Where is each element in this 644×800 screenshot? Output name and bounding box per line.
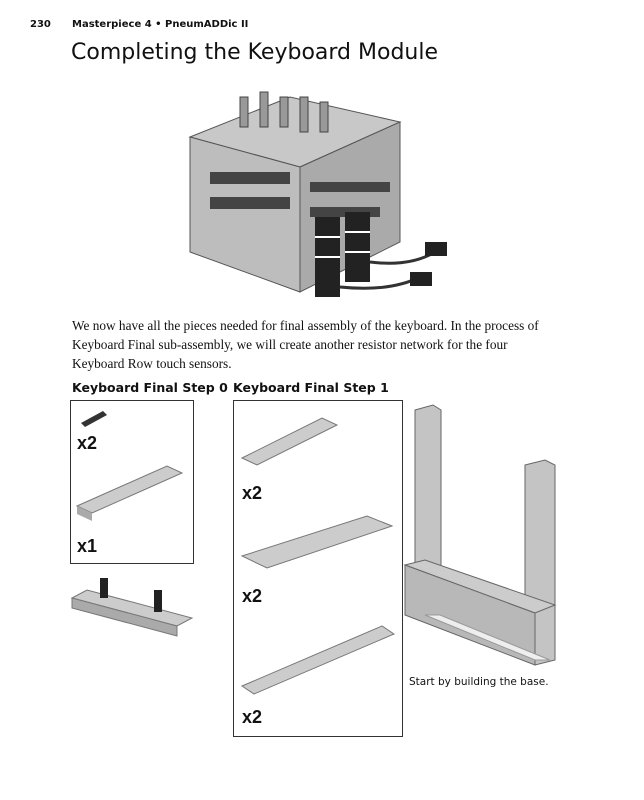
- running-title: Masterpiece 4 • PneumADDic II: [72, 19, 249, 30]
- plate-part: [240, 515, 394, 569]
- beam-part: [75, 465, 184, 521]
- page-number: 230: [30, 19, 51, 30]
- part-quantity: x2: [242, 586, 263, 606]
- part-quantity: x2: [242, 483, 263, 503]
- section-title: Completing the Keyboard Module: [71, 40, 439, 65]
- base-assembly-illustration: [403, 404, 557, 666]
- step1-parts-box: x2 x2 x2: [233, 400, 403, 737]
- connector-peg-part: [81, 411, 107, 427]
- step1-caption: Start by building the base.: [409, 676, 549, 688]
- long-beam-part: [240, 625, 396, 695]
- step0-parts-box: x2 x1: [70, 400, 194, 564]
- body-paragraph: We now have all the pieces needed for fi…: [72, 318, 539, 371]
- step1-heading: Keyboard Final Step 1: [233, 380, 389, 395]
- keyboard-module-illustration: [188, 91, 447, 297]
- part-quantity: x2: [77, 433, 98, 453]
- step0-heading: Keyboard Final Step 0: [72, 380, 228, 395]
- running-header: 230 Masterpiece 4 • PneumADDic II: [30, 19, 248, 30]
- beam-part: [240, 417, 339, 466]
- step0-assembly-illustration: [70, 578, 194, 637]
- part-quantity: x1: [77, 536, 98, 556]
- part-quantity: x2: [242, 707, 263, 727]
